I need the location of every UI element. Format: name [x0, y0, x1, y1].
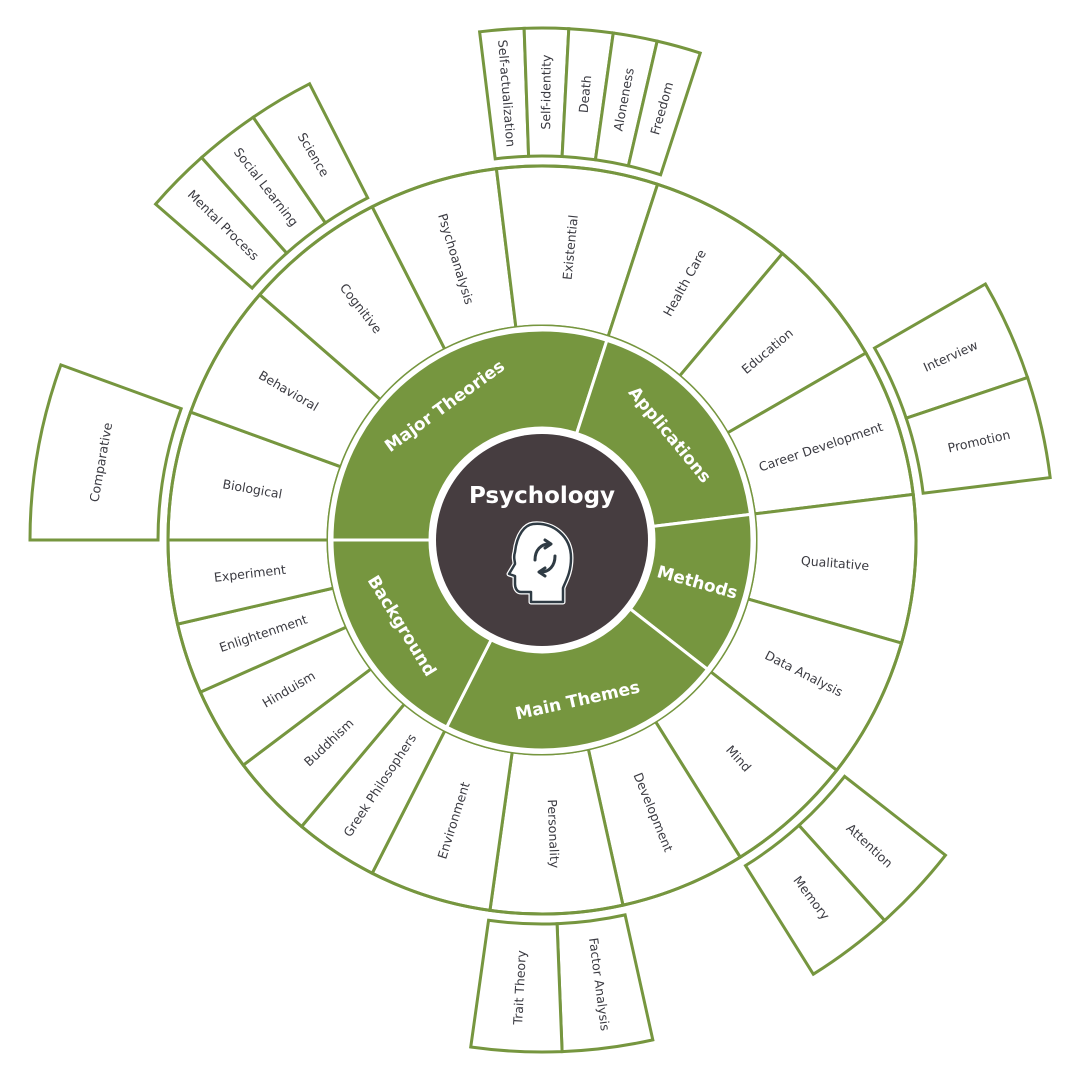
leaf-segment[interactable]	[469, 918, 564, 1054]
center-title: Psychology	[469, 483, 615, 509]
category-methods[interactable]: Methods	[628, 512, 754, 672]
subtopic-qualitative[interactable]: Qualitative	[745, 492, 918, 645]
leaf-segment[interactable]	[904, 375, 1052, 495]
leaf-interview[interactable]: Interview	[872, 281, 1030, 421]
middle-ring-border	[166, 164, 918, 916]
center-hub: Psychology	[430, 428, 654, 652]
subtopic-experiment[interactable]: Experiment	[166, 538, 336, 626]
leaf-label: Trait Theory	[510, 949, 529, 1026]
leaf-aloneness[interactable]: Aloneness	[593, 31, 659, 168]
children-of-personality: Factor Analysis Trait Theory	[469, 913, 655, 1054]
leaf-self-actualization[interactable]: Self-actualization	[477, 26, 531, 161]
middle-ring: BiologicalBehavioralCognitivePsychoanaly…	[166, 164, 918, 916]
leaf-freedom[interactable]: Freedom	[626, 39, 703, 177]
leaf-trait-theory[interactable]: Trait Theory	[469, 918, 564, 1054]
ring-separator	[328, 326, 756, 754]
children-of-biological: Comparative	[28, 362, 184, 542]
leaf-label: Self-identity	[538, 54, 554, 130]
leaf-science[interactable]: Science	[251, 81, 370, 225]
category-background[interactable]: Background	[330, 538, 494, 730]
subtopic-label: Qualitative	[800, 553, 870, 573]
leaf-segment[interactable]	[28, 362, 184, 542]
leaf-promotion[interactable]: Promotion	[904, 375, 1052, 495]
leaf-segment[interactable]	[743, 823, 887, 977]
leaf-factor-analysis[interactable]: Factor Analysis	[555, 913, 655, 1054]
leaf-segment[interactable]	[251, 81, 370, 225]
head-with-cycle-arrows-icon	[506, 521, 574, 605]
leaf-segment[interactable]	[626, 39, 703, 177]
subtopic-label: Personality	[545, 799, 563, 869]
subtopic-label: Existential	[560, 214, 581, 280]
leaf-memory[interactable]: Memory	[743, 823, 887, 977]
category-applications[interactable]: Applications	[574, 338, 753, 529]
leaf-label: Death	[576, 75, 595, 114]
leaf-comparative[interactable]: Comparative	[28, 362, 184, 542]
subtopic-behavioral[interactable]: Behavioral	[188, 292, 383, 469]
